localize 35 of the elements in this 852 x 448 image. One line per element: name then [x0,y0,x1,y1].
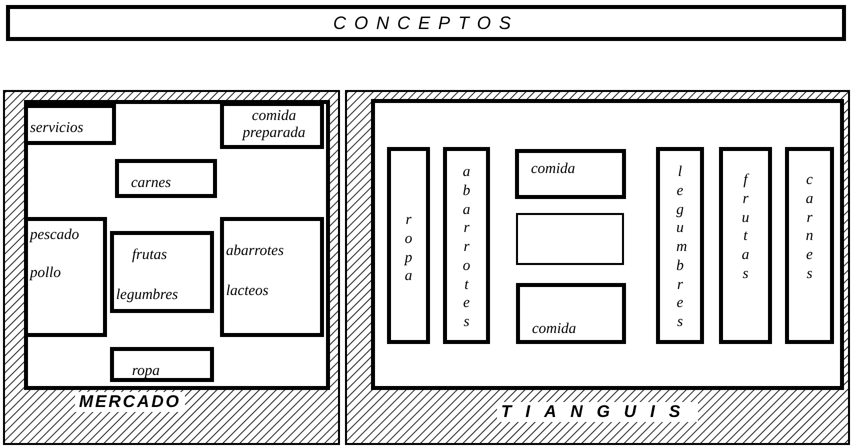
stall-label: abarrotes [226,243,284,260]
stall-label: pollo [30,265,61,282]
title: CONCEPTOS [333,12,519,34]
stall-label: legumbres [676,163,684,332]
stall-label: servicios [30,120,84,136]
stall-box [719,147,772,344]
stall-label: lacteos [226,283,268,300]
stall-label: ropa [404,211,412,286]
area-label: TIANGUIS [497,402,698,422]
stall-label: legumbres [116,287,178,304]
stall-box [656,147,704,344]
stall-label: ropa [132,363,160,380]
stall-box [785,147,834,344]
stall-label: comida preparada [240,108,306,141]
stall-box [110,231,214,313]
market-area-panel [3,90,340,445]
stall-label: carnes [131,175,171,192]
stall-box [220,102,324,149]
market-area-panel [345,90,850,445]
stall-label: abarrotes [462,163,470,332]
stall-label: comida [531,161,576,178]
stall-label: carnes [806,171,814,284]
empty-stall-box [516,213,624,265]
stall-label: comida [532,321,576,338]
stall-label: frutas [132,247,168,264]
stall-box [220,217,324,337]
stall-box [515,149,626,199]
stall-box [516,283,626,344]
stall-label: frutas [742,171,750,284]
stall-box [387,147,430,344]
area-label: MERCADO [75,392,185,412]
stall-label: pescado [30,227,80,244]
stall-box [443,147,490,344]
stall-box [115,159,217,198]
stall-box [110,347,214,382]
